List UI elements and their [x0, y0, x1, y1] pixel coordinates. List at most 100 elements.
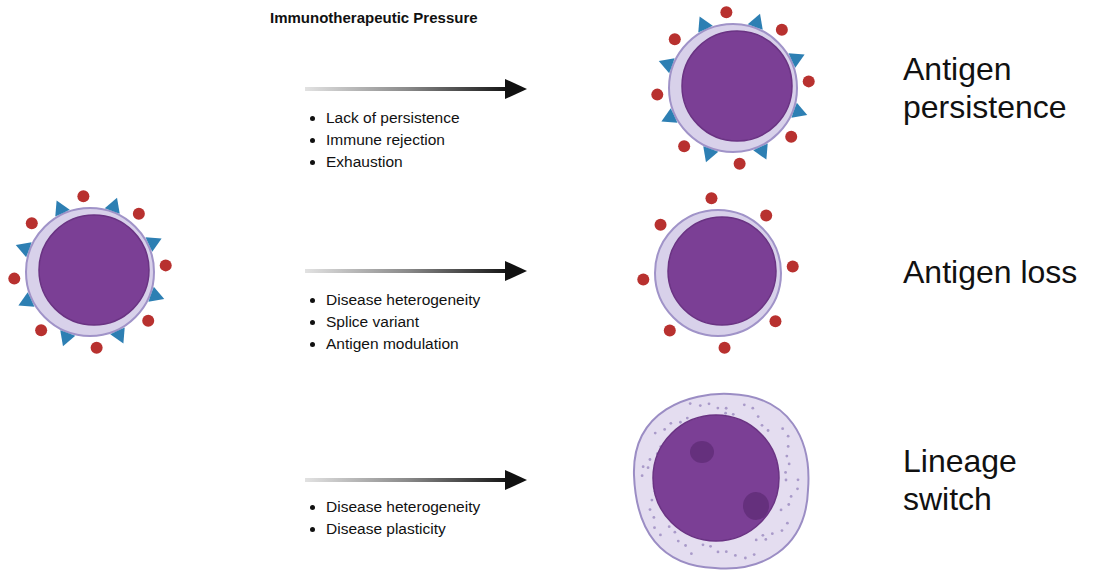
- cause-list: Lack of persistenceImmune rejectionExhau…: [306, 107, 460, 173]
- granule: [786, 522, 789, 525]
- granule: [788, 462, 791, 465]
- antigen-loss-cell: [637, 192, 798, 353]
- antigen-dot: [655, 219, 667, 231]
- antigen-triangle: [148, 287, 164, 302]
- granule: [744, 557, 747, 560]
- arrow-shaft: [305, 478, 510, 482]
- pressure-arrows: [305, 79, 527, 490]
- antigen-dot: [35, 324, 47, 336]
- cause-list: Disease heterogeneityDisease plasticity: [306, 496, 480, 540]
- granule: [743, 403, 746, 406]
- granule: [780, 509, 783, 512]
- arrow-shaft: [305, 269, 510, 273]
- antigen-dot: [669, 33, 681, 45]
- antigen-dot: [160, 259, 172, 271]
- granule: [663, 428, 666, 431]
- granule: [785, 455, 788, 458]
- granule: [753, 553, 756, 556]
- granule: [785, 479, 788, 482]
- antigen-triangle: [146, 237, 162, 252]
- antigen-triangle: [791, 103, 807, 118]
- granule: [709, 545, 712, 548]
- cause-item: Lack of persistence: [326, 107, 460, 129]
- granule: [654, 432, 657, 435]
- granule: [690, 552, 693, 555]
- granule: [702, 543, 705, 546]
- nucleus: [682, 31, 792, 141]
- granule: [797, 478, 800, 481]
- nucleolus: [690, 441, 714, 463]
- granule: [761, 424, 764, 427]
- antigen-dot: [664, 324, 676, 336]
- antigen-dot: [705, 192, 717, 204]
- granule: [787, 503, 790, 506]
- antigen-triangle: [698, 16, 713, 32]
- granule: [659, 533, 662, 536]
- cause-list: Disease heterogeneitySplice variantAntig…: [306, 289, 480, 355]
- cause-item: Disease heterogeneity: [326, 496, 480, 518]
- lineage-switch-cell: [634, 394, 809, 569]
- granule: [684, 544, 687, 547]
- antigen-triangle: [661, 108, 677, 123]
- antigen-dot: [91, 342, 103, 354]
- granule: [796, 487, 799, 490]
- antigen-dot: [719, 342, 731, 354]
- antigen-dot: [769, 315, 781, 327]
- nucleus: [39, 215, 149, 325]
- cell-membrane: [669, 24, 797, 152]
- granule: [784, 471, 787, 474]
- persistent-cell: [651, 6, 814, 169]
- granule: [673, 531, 676, 534]
- granule: [649, 458, 652, 461]
- granule: [699, 404, 702, 407]
- arrow-shaft: [305, 87, 510, 91]
- granule: [787, 435, 790, 438]
- cells: [8, 6, 814, 568]
- granule: [751, 407, 754, 410]
- antigen-dot: [678, 140, 690, 152]
- antigen-dot: [734, 158, 746, 170]
- cell-membrane: [634, 394, 809, 569]
- granule: [734, 554, 737, 557]
- antigen-triangle: [16, 242, 32, 257]
- granule: [732, 413, 735, 416]
- granule: [767, 429, 770, 432]
- antigen-triangle: [659, 58, 675, 73]
- granule: [653, 526, 656, 529]
- antigen-triangle: [703, 146, 718, 162]
- antigen-dot: [785, 131, 797, 143]
- granule: [724, 412, 727, 415]
- granule: [716, 407, 719, 410]
- granule: [725, 550, 728, 553]
- antigen-triangle: [105, 198, 120, 214]
- antigen-dot: [637, 274, 649, 286]
- granule: [708, 402, 711, 405]
- antigen-triangle: [748, 14, 763, 30]
- cell-membrane: [26, 208, 154, 336]
- granule: [787, 445, 790, 448]
- granule: [781, 427, 784, 430]
- granule: [642, 465, 645, 468]
- cause-item: Splice variant: [326, 311, 480, 333]
- granule: [669, 422, 672, 425]
- antigen-dot: [142, 315, 154, 327]
- antigen-triangle: [753, 144, 768, 160]
- granule: [761, 534, 764, 537]
- arrow-head: [505, 261, 527, 281]
- granule: [650, 499, 653, 502]
- cause-item: Disease heterogeneity: [326, 289, 480, 311]
- granule: [649, 508, 652, 511]
- outcome-label: Antigen persistence: [903, 50, 1093, 126]
- cause-item: Immune rejection: [326, 129, 460, 151]
- granule: [686, 417, 689, 420]
- antigen-dot: [787, 260, 799, 272]
- granule: [717, 551, 720, 554]
- antigen-dot: [77, 190, 89, 202]
- granule: [771, 532, 774, 535]
- granule: [689, 402, 692, 405]
- original-cell: [8, 190, 171, 353]
- granule: [652, 516, 655, 519]
- granule: [781, 529, 784, 532]
- nucleolus: [743, 492, 769, 520]
- antigen-dot: [651, 89, 663, 101]
